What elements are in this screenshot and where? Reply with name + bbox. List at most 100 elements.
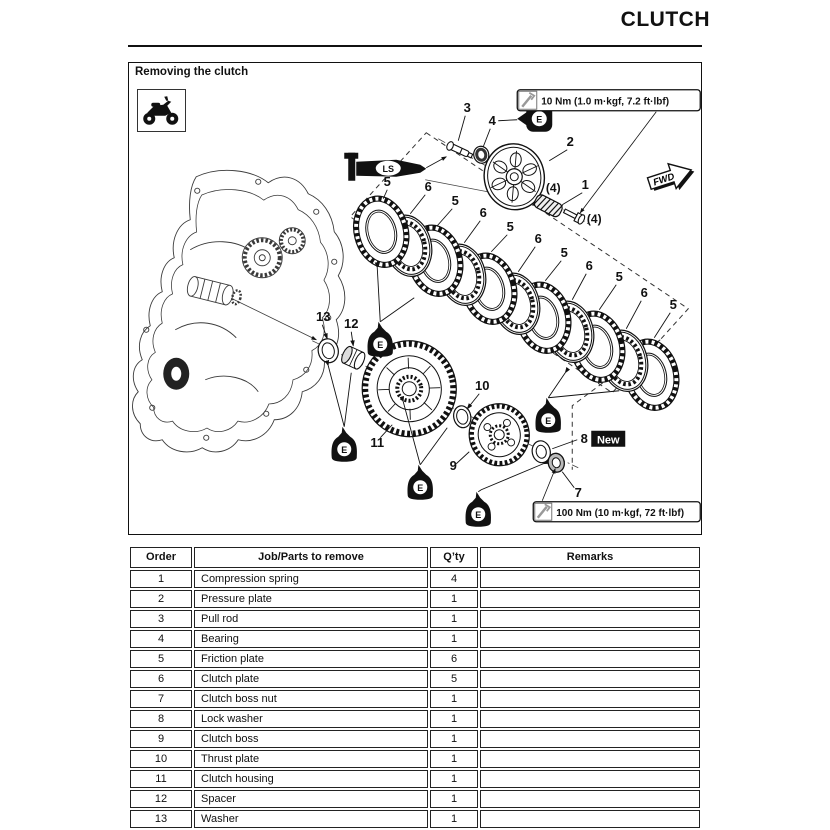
col-header-job: Job/Parts to remove: [194, 547, 428, 568]
cell-remarks: [480, 630, 700, 648]
callout-5: 5: [384, 174, 391, 189]
oil-symbol-horizontal: E: [517, 105, 553, 132]
col-header-remarks: Remarks: [480, 547, 700, 568]
cell-remarks: [480, 690, 700, 708]
case-gear-small: [278, 227, 306, 255]
col-header-qty: Q’ty: [430, 547, 478, 568]
case-bolt-holes: [143, 178, 338, 441]
oil-can-icon: [367, 321, 393, 357]
cell-job: Friction plate: [194, 650, 428, 668]
oil-leader-lines: [328, 268, 620, 493]
cell-job: Lock washer: [194, 710, 428, 728]
cell-remarks: [480, 810, 700, 828]
cell-remarks: [480, 730, 700, 748]
callout-13: 13: [316, 309, 330, 324]
case-gear-large: [241, 237, 283, 279]
callout-7: 7: [575, 485, 582, 500]
cell-remarks: [480, 670, 700, 688]
cell-order: 6: [130, 670, 192, 688]
callout-6: 6: [586, 258, 593, 273]
cell-remarks: [480, 610, 700, 628]
cell-qty: 1: [430, 750, 478, 768]
motorcycle-icon: [143, 96, 179, 125]
callout-6: 6: [641, 285, 648, 300]
exploded-diagram: E: [131, 89, 701, 527]
cell-order: 13: [130, 810, 192, 828]
callout-3: 3: [464, 100, 471, 115]
boss-nut-part: [547, 452, 565, 473]
cell-order: 9: [130, 730, 192, 748]
cell-job: Clutch plate: [194, 670, 428, 688]
cell-order: 10: [130, 750, 192, 768]
cell-job: Thrust plate: [194, 750, 428, 768]
torque-box-bottom: 100 Nm (10 m·kgf, 72 ft·lbf): [532, 501, 701, 523]
cell-qty: 5: [430, 670, 478, 688]
svg-text:E: E: [536, 114, 542, 124]
cell-remarks: [480, 570, 700, 588]
cell-qty: 1: [430, 770, 478, 788]
cell-qty: 4: [430, 570, 478, 588]
clutch-boss: [468, 403, 530, 467]
cell-order: 7: [130, 690, 192, 708]
fwd-arrow: FWD: [646, 162, 695, 191]
pressure-plate: [483, 143, 546, 211]
page-title: CLUTCH: [620, 8, 710, 31]
diagram-panel: Removing the clutch E: [128, 62, 702, 535]
cell-job: Spacer: [194, 790, 428, 808]
callout-11: 11: [370, 435, 384, 450]
oil-can-icon: [465, 491, 491, 527]
new-tag: New: [591, 430, 626, 447]
cell-qty: 1: [430, 730, 478, 748]
grease-symbol-ls: LS: [344, 152, 427, 181]
case-shaft: [186, 276, 242, 306]
cell-order: 4: [130, 630, 192, 648]
callout-5: 5: [561, 245, 568, 260]
cell-job: Pressure plate: [194, 590, 428, 608]
cell-qty: 1: [430, 690, 478, 708]
callout-12: 12: [344, 316, 358, 331]
callout-8: 8: [581, 431, 588, 446]
wrench-icon: [536, 503, 552, 519]
parts-table: Order Job/Parts to remove Q’ty Remarks 1…: [128, 545, 702, 830]
cell-job: Clutch housing: [194, 770, 428, 788]
cell-order: 5: [130, 650, 192, 668]
oil-can-icon: [535, 397, 561, 433]
leader-lines: [321, 111, 671, 501]
cell-job: Clutch boss: [194, 730, 428, 748]
qty-label: (4): [587, 212, 602, 226]
cell-order: 2: [130, 590, 192, 608]
oil-can-icon: [331, 426, 357, 462]
cell-order: 3: [130, 610, 192, 628]
cell-job: Compression spring: [194, 570, 428, 588]
cell-qty: 1: [430, 710, 478, 728]
cell-remarks: [480, 650, 700, 668]
callout-5: 5: [616, 269, 623, 284]
cell-order: 11: [130, 770, 192, 788]
cell-order: 12: [130, 790, 192, 808]
callout-6: 6: [535, 231, 542, 246]
spacer-part: [341, 345, 366, 370]
callout-5: 5: [507, 219, 514, 234]
table-header-row: Order Job/Parts to remove Q’ty Remarks: [130, 547, 700, 568]
callout-6: 6: [425, 179, 432, 194]
wrench-icon: [521, 91, 536, 108]
svg-text:New: New: [597, 434, 620, 446]
cell-job: Clutch boss nut: [194, 690, 428, 708]
cell-qty: 1: [430, 590, 478, 608]
callout-1: 1: [582, 177, 589, 192]
crankcase-art: [131, 169, 346, 453]
cell-order: 8: [130, 710, 192, 728]
col-header-order: Order: [130, 547, 192, 568]
cell-qty: 6: [430, 650, 478, 668]
